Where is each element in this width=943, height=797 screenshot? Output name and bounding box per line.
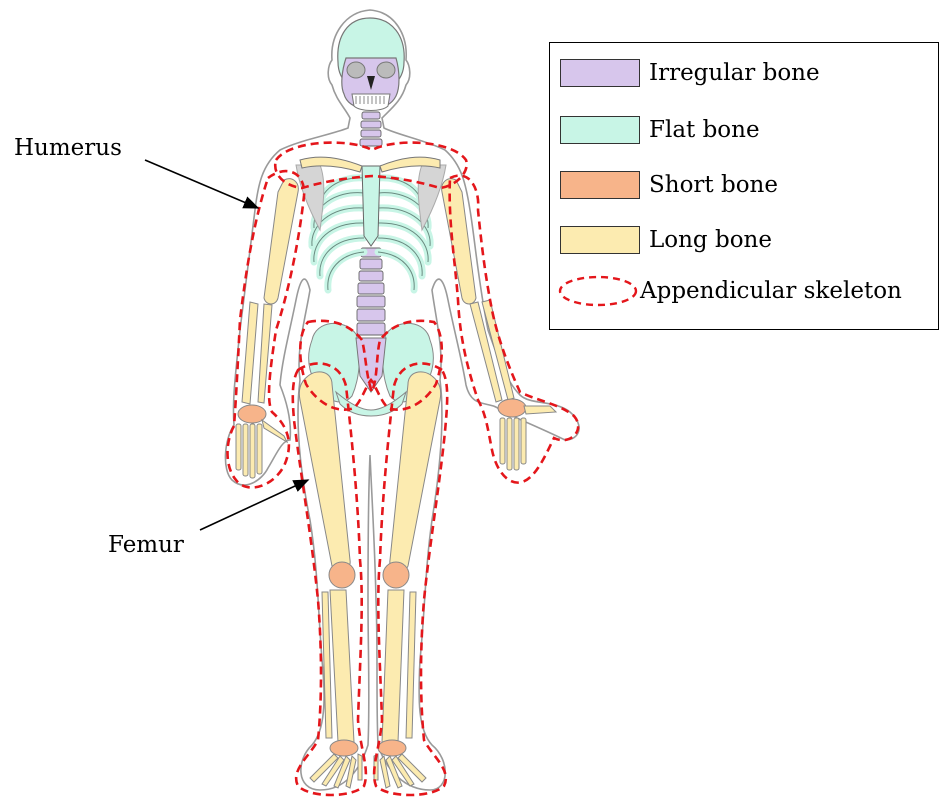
femur-arrow	[200, 480, 308, 530]
humerus-label: Humerus	[14, 135, 122, 161]
legend-label: Short bone	[649, 172, 778, 198]
right-scapula	[418, 165, 446, 230]
legend-item-long: Long bone	[560, 224, 772, 256]
right-foot-bones	[374, 754, 426, 788]
legend-item-flat: Flat bone	[560, 114, 760, 146]
left-eye-socket	[347, 62, 365, 78]
legend: Irregular bone Flat bone Short bone Long…	[549, 42, 939, 330]
dashed-oval-icon	[556, 273, 640, 309]
flat-swatch	[560, 116, 640, 144]
humerus-arrow	[145, 160, 258, 208]
right-carpals	[498, 399, 526, 417]
legend-item-short: Short bone	[560, 169, 778, 201]
legend-label: Irregular bone	[649, 60, 820, 86]
sacrum	[356, 338, 386, 392]
skull	[338, 18, 404, 111]
legend-label: Appendicular skeleton	[640, 278, 902, 304]
right-tibia	[382, 590, 404, 742]
left-patella	[329, 562, 355, 588]
sternum	[362, 166, 380, 246]
right-fibula	[406, 592, 416, 738]
femur-label: Femur	[108, 532, 184, 558]
long-swatch	[560, 226, 640, 254]
left-leg	[299, 372, 362, 788]
right-eye-socket	[377, 62, 395, 78]
right-leg	[374, 372, 441, 788]
legend-item-appendicular: Appendicular skeleton	[556, 275, 902, 307]
right-patella	[383, 562, 409, 588]
left-ulna	[242, 302, 258, 404]
irregular-swatch	[560, 59, 640, 87]
left-arm	[236, 179, 298, 478]
legend-label: Flat bone	[649, 117, 760, 143]
legend-item-irregular: Irregular bone	[560, 57, 820, 89]
short-swatch	[560, 171, 640, 199]
left-tibia	[330, 590, 354, 742]
legend-label: Long bone	[649, 227, 772, 253]
left-foot-bones	[310, 754, 362, 788]
left-humerus	[264, 179, 298, 304]
right-humerus	[442, 179, 476, 304]
